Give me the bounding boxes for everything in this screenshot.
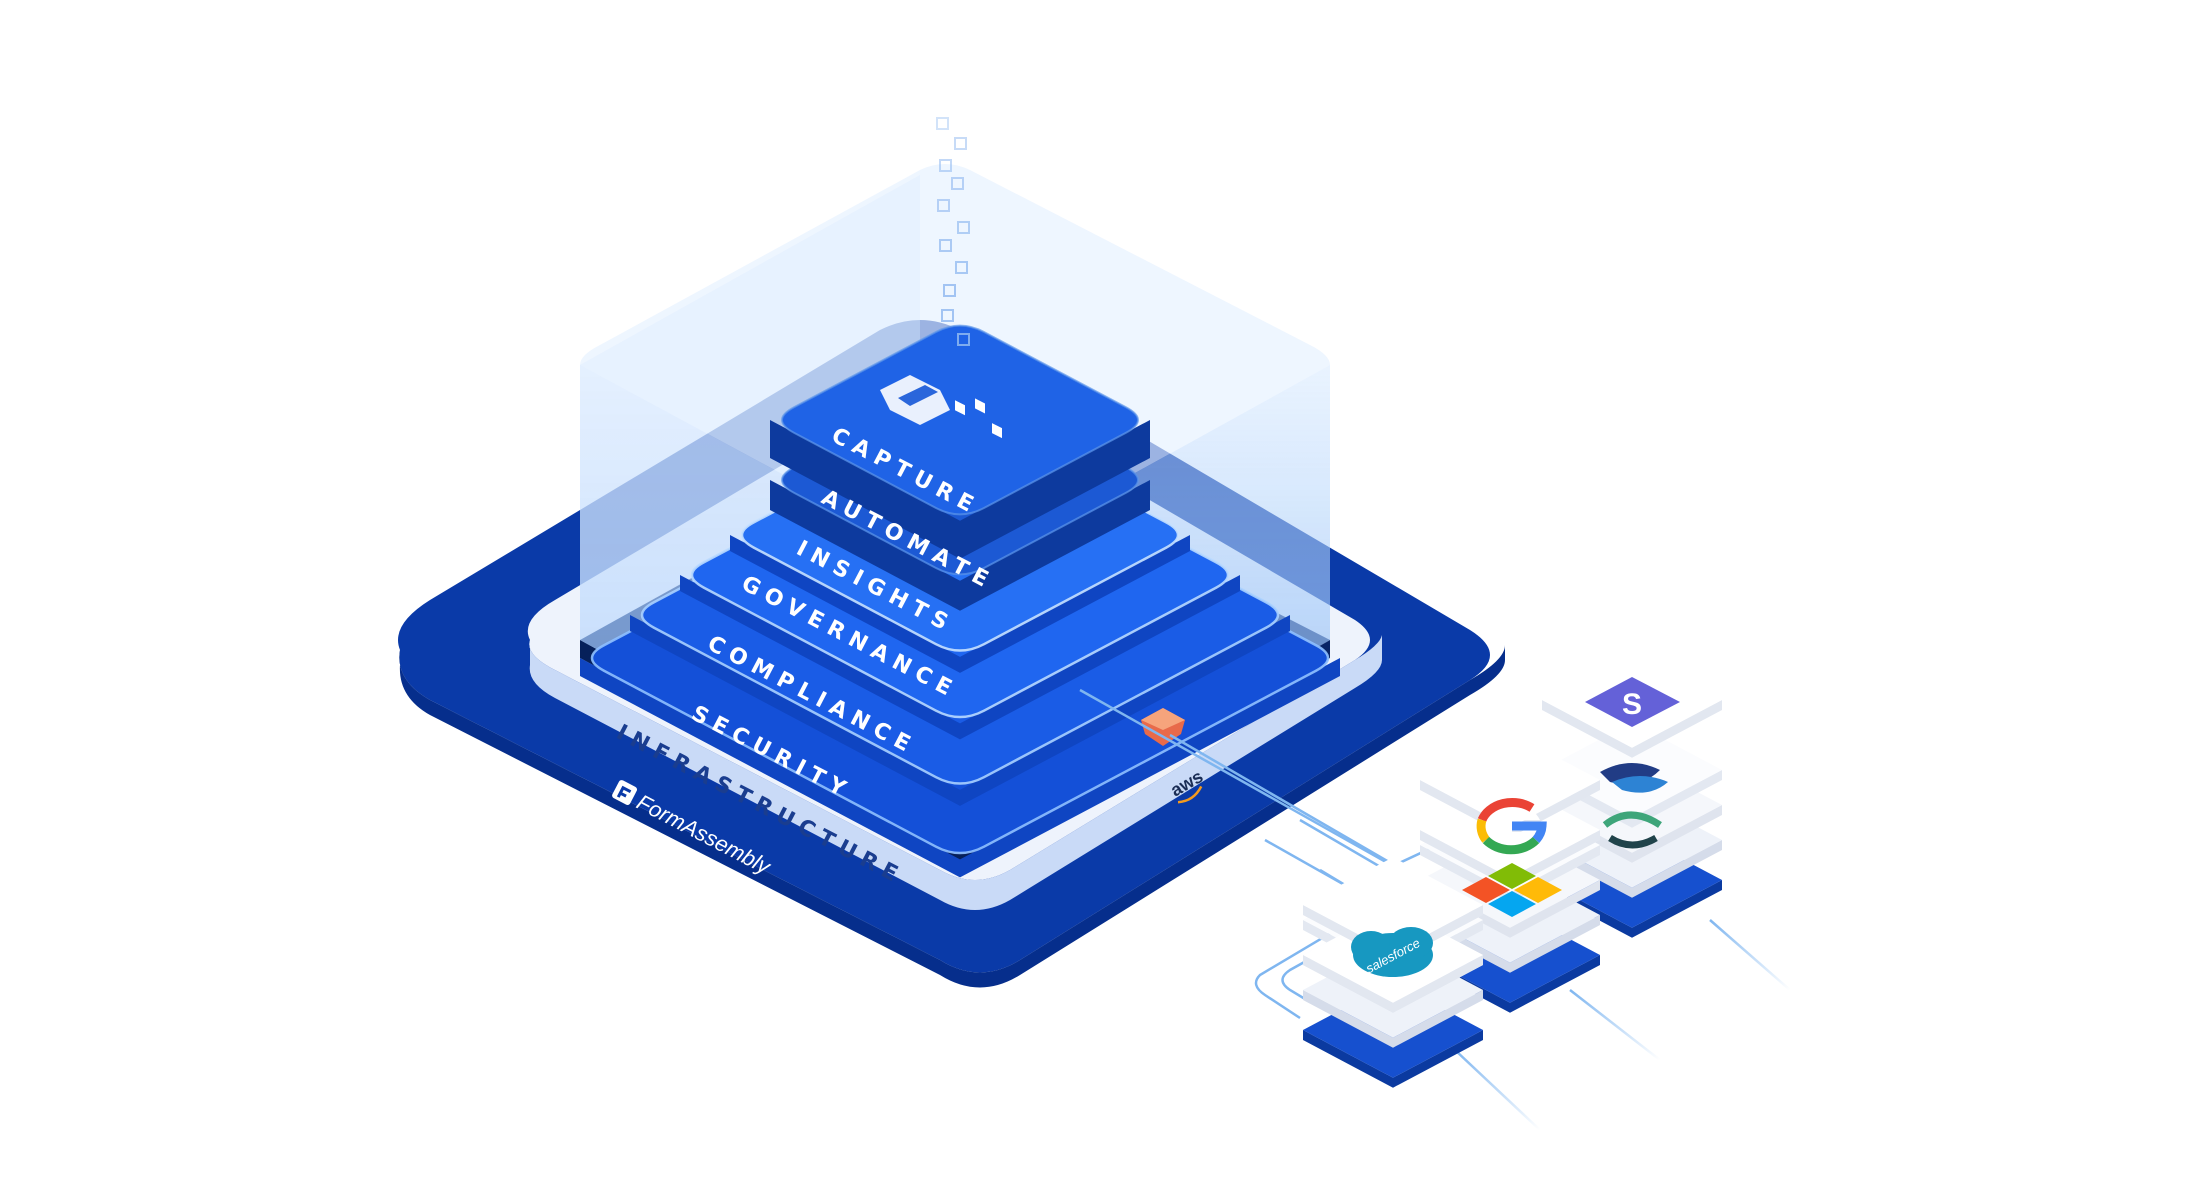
capture-step [781, 324, 1139, 516]
google-g-icon [1476, 798, 1547, 856]
data-pixels [936, 117, 970, 346]
fade-lines [1454, 919, 1791, 1131]
automate-step-side [770, 480, 1150, 611]
svg-text:S: S [1622, 688, 1642, 721]
capture-hand-icon [880, 375, 1002, 439]
capture-step-side [770, 420, 1150, 559]
paypal-icon [1600, 762, 1668, 793]
microsoft-icon [1462, 863, 1562, 917]
stack-google-upper [1420, 732, 1600, 838]
pyramid-layers [580, 324, 1340, 878]
salesforce-cloud-icon: salesforce [1351, 927, 1433, 977]
stack-salesforce-upper [1303, 857, 1483, 963]
stripe-s-icon: S [1585, 677, 1680, 727]
quickbooks-icon [1602, 811, 1662, 849]
formassembly-logo-icon [612, 780, 638, 805]
